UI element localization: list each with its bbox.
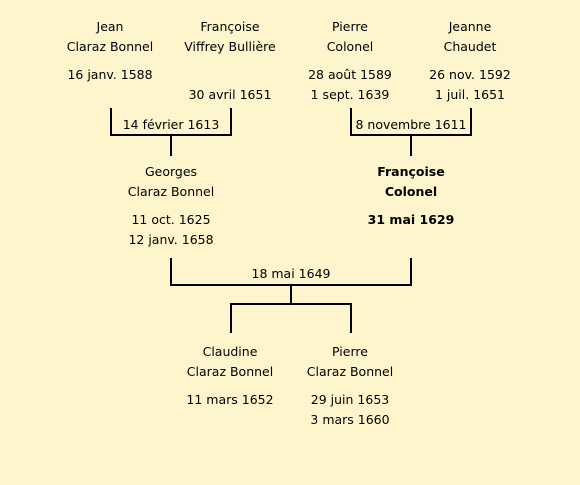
first-name: Françoise (200, 19, 260, 34)
last-name: Viffrey Bullière (184, 39, 276, 54)
birth-date: 29 juin 1653 (310, 392, 390, 407)
last-name: Claraz Bonnel (186, 364, 274, 379)
last-name: Chaudet (443, 39, 497, 54)
connector-line (470, 108, 472, 136)
death-date: 1 sept. 1639 (310, 87, 390, 102)
connector-line (410, 136, 412, 156)
birth-date: 28 août 1589 (308, 67, 392, 82)
death-date: 30 avril 1651 (188, 87, 272, 102)
birth-date: 26 nov. 1592 (429, 67, 511, 82)
first-name: Pierre (332, 19, 368, 34)
last-name: Colonel (326, 39, 374, 54)
death-date: 1 juil. 1651 (434, 87, 506, 102)
connector-line (350, 108, 352, 136)
first-name: Jean (96, 19, 124, 34)
last-name: Claraz Bonnel (306, 364, 394, 379)
first-name: Georges (144, 164, 198, 179)
person-jean-claraz-bonnel[interactable]: Jean Claraz Bonnel 16 janv. 1588 (40, 17, 180, 85)
marriage-date-paternal: 14 février 1613 (122, 117, 220, 132)
last-name: Claraz Bonnel (66, 39, 154, 54)
person-pierre-colonel[interactable]: Pierre Colonel 28 août 1589 1 sept. 1639 (280, 17, 420, 105)
birth-date: 16 janv. 1588 (67, 67, 153, 82)
birth-date: 31 mai 1629 (367, 212, 455, 227)
connector-line (350, 134, 472, 136)
connector-line (110, 108, 112, 136)
person-georges-claraz-bonnel[interactable]: Georges Claraz Bonnel 11 oct. 1625 12 ja… (101, 162, 241, 250)
connector-line (350, 303, 352, 333)
connector-line (230, 303, 352, 305)
first-name: Françoise (377, 164, 445, 179)
connector-line (170, 258, 172, 286)
connector-line (290, 286, 292, 304)
birth-date: 11 mars 1652 (186, 392, 274, 407)
last-name: Colonel (384, 184, 438, 199)
person-francoise-colonel[interactable]: Françoise Colonel 31 mai 1629 (341, 162, 481, 230)
death-date: 3 mars 1660 (310, 412, 390, 427)
connector-line (170, 136, 172, 156)
connector-line (230, 303, 232, 333)
person-jeanne-chaudet[interactable]: Jeanne Chaudet 26 nov. 1592 1 juil. 1651 (400, 17, 540, 105)
marriage-date-parents: 18 mai 1649 (251, 266, 331, 281)
connector-line (110, 134, 232, 136)
marriage-date-maternal: 8 novembre 1611 (355, 117, 467, 132)
person-claudine-claraz-bonnel[interactable]: Claudine Claraz Bonnel 11 mars 1652 (160, 342, 300, 410)
connector-line (170, 284, 412, 286)
connector-line (230, 108, 232, 136)
person-francoise-viffrey-bulliere[interactable]: Françoise Viffrey Bullière 30 avril 1651 (160, 17, 300, 105)
first-name: Pierre (332, 344, 368, 359)
first-name: Claudine (202, 344, 258, 359)
birth-date: 11 oct. 1625 (131, 212, 211, 227)
connector-line (410, 258, 412, 286)
first-name: Jeanne (448, 19, 492, 34)
death-date: 12 janv. 1658 (128, 232, 214, 247)
last-name: Claraz Bonnel (127, 184, 215, 199)
person-pierre-claraz-bonnel[interactable]: Pierre Claraz Bonnel 29 juin 1653 3 mars… (280, 342, 420, 430)
